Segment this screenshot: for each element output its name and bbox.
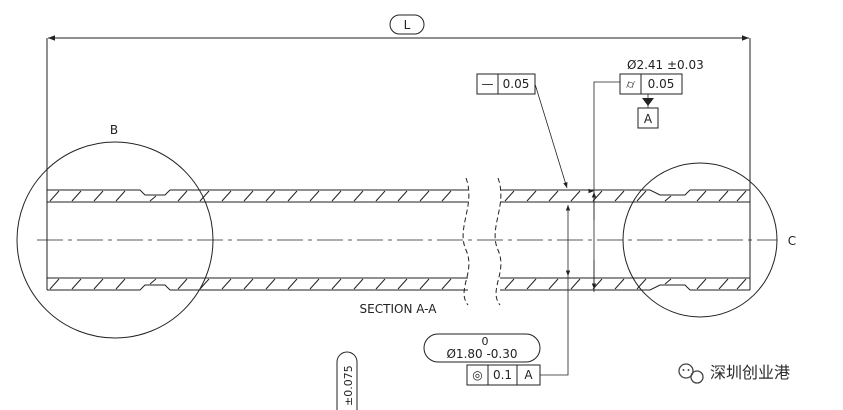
outer-diameter-dimension: Ø2.41 ±0.03: [591, 58, 704, 292]
tube-section: [37, 177, 777, 306]
straightness-frame: — 0.05: [476, 73, 568, 189]
bottom-tolerance-label: ±0.075: [342, 365, 355, 406]
concentricity-tolerance: 0.1: [493, 368, 512, 382]
watermark: 深圳创业港: [678, 363, 790, 384]
straightness-tolerance: 0.05: [503, 77, 530, 91]
detail-circle-b: B: [16, 123, 214, 339]
datum-a: A: [637, 94, 659, 129]
inner-diameter-main: Ø1.80 -0.30: [446, 347, 517, 361]
inner-diameter-dimension: 0 Ø1.80 -0.30: [423, 205, 571, 376]
datum-a-label: A: [644, 112, 653, 126]
concentricity-frame: ◎ 0.1 A: [466, 364, 541, 386]
watermark-text: 深圳创业港: [710, 363, 790, 382]
concentricity-symbol: ◎: [472, 368, 482, 382]
bottom-tolerance: ±0.075: [336, 351, 358, 410]
length-label: L: [404, 18, 411, 32]
cylindricity-symbol: ⌭: [626, 77, 635, 91]
straightness-symbol: —: [482, 77, 494, 91]
cylindricity-tolerance: 0.05: [648, 77, 675, 91]
wechat-logo-icon: [678, 363, 704, 384]
section-label: SECTION A-A: [360, 302, 438, 316]
outer-diameter-label: Ø2.41 ±0.03: [627, 58, 704, 72]
hatching-bottom: [49, 278, 747, 290]
cylindricity-frame: ⌭ 0.05: [619, 73, 683, 95]
detail-b-label: B: [110, 123, 118, 137]
concentricity-datum: A: [524, 368, 533, 382]
hatching-top: [49, 190, 747, 202]
detail-circle-c: C: [622, 162, 796, 318]
detail-c-label: C: [788, 234, 796, 248]
inner-diameter-upper: 0: [482, 335, 489, 348]
length-dimension: L: [46, 14, 751, 272]
